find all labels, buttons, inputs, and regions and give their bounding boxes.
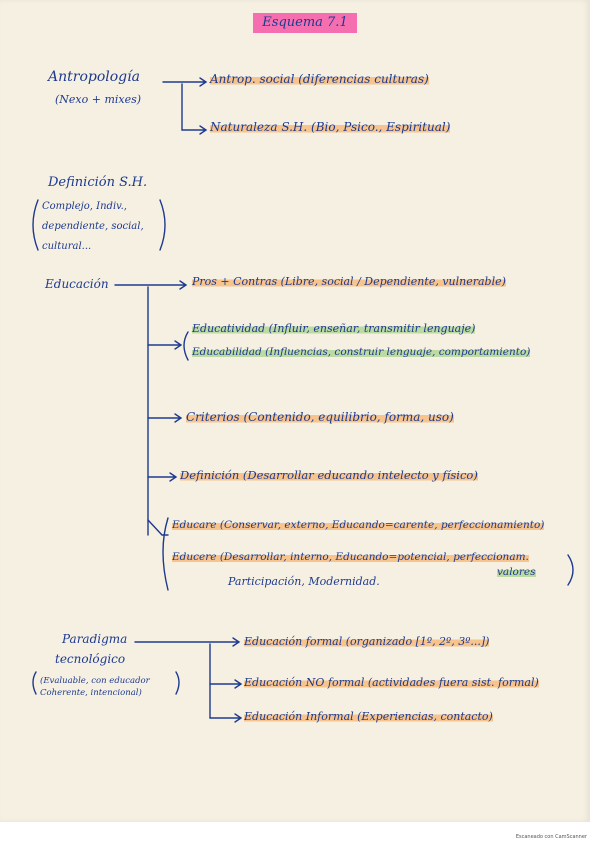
paradigma-line-1: Paradigma (62, 632, 128, 646)
educare: Educare (Conservar, externo, Educando=ca… (172, 518, 545, 532)
educacion-pros-contras: Pros + Contras (Libre, social / Dependie… (192, 275, 506, 289)
educere-text: Educere (Desarrollar, interno, Educando=… (172, 551, 529, 563)
brace-educatividad (183, 331, 189, 361)
arrow-educacion-educatividad (147, 340, 183, 350)
educacion-formal-text: Educación formal (organizado [1º, 2º, 3º… (244, 635, 490, 648)
arrow-paradigma-noformal (209, 679, 243, 689)
brace-educare (162, 517, 169, 591)
educacion-formal: Educación formal (organizado [1º, 2º, 3º… (244, 635, 490, 649)
antropologia-sub: (Nexo + mixes) (55, 93, 142, 106)
criterios-text: Criterios (Contenido, equilibrio, forma,… (186, 410, 454, 424)
educabilidad-text: Educabilidad (Influencias, construir len… (192, 346, 531, 358)
criterios: Criterios (Contenido, equilibrio, forma,… (186, 410, 454, 424)
educacion-informal: Educación Informal (Experiencias, contac… (244, 710, 493, 724)
definicion-line-3: cultural... (42, 241, 92, 252)
educere-valores: valores (497, 565, 536, 579)
educere: Educere (Desarrollar, interno, Educando=… (172, 550, 529, 564)
brace-right (159, 199, 166, 251)
definicion-line-2: dependiente, social, (42, 221, 144, 232)
brace-paradigma-right (175, 671, 180, 695)
educatividad: Educatividad (Influir, enseñar, transmit… (192, 322, 476, 336)
antropologia-naturaleza: Naturaleza S.H. (Bio, Psico., Espiritual… (210, 120, 451, 134)
brace-left (32, 199, 39, 251)
educacion-no-formal-text: Educación NO formal (actividades fuera s… (244, 676, 539, 689)
educacion-informal-text: Educación Informal (Experiencias, contac… (244, 710, 493, 723)
paradigma-line-2: tecnológico (55, 652, 126, 666)
educare-text: Educare (Conservar, externo, Educando=ca… (172, 519, 545, 531)
scanner-watermark: Escaneado con CamScanner (515, 834, 587, 840)
paradigma-line-3: (Evaluable, con educador (40, 676, 150, 686)
arrow-antropologia-naturaleza (181, 83, 208, 135)
brace-paradigma-left (32, 671, 37, 695)
arrow-educacion-criterios (147, 413, 183, 423)
antropologia-social: Antrop. social (diferencias culturas) (210, 72, 429, 86)
definicion-educacion-text: Definición (Desarrollar educando intelec… (180, 468, 478, 482)
educacion-pros-contras-text: Pros + Contras (Libre, social / Dependie… (192, 275, 506, 288)
participacion: Participación, Modernidad. (228, 575, 380, 588)
page-title: Esquema 7.1 (253, 13, 357, 33)
arrow-educacion-pros (114, 280, 188, 290)
antropologia-social-text: Antrop. social (diferencias culturas) (210, 72, 429, 86)
paradigma-line-4: Coherente, intencional) (40, 688, 142, 698)
arrow-antropologia-social (162, 77, 208, 87)
antropologia-label: Antropología (48, 69, 140, 85)
educacion-label: Educación (45, 277, 109, 291)
educere-valores-text: valores (497, 566, 536, 578)
antropologia-naturaleza-text: Naturaleza S.H. (Bio, Psico., Espiritual… (210, 120, 451, 134)
educabilidad: Educabilidad (Influencias, construir len… (192, 345, 531, 359)
definicion-line-1: Complejo, Indiv., (42, 201, 127, 212)
definicion-label: Definición S.H. (48, 175, 148, 190)
arrow-paradigma-formal (134, 637, 241, 647)
arrow-educacion-educare (147, 519, 169, 536)
brace-educere-right (567, 554, 574, 586)
definicion-educacion: Definición (Desarrollar educando intelec… (180, 468, 478, 482)
educacion-no-formal: Educación NO formal (actividades fuera s… (244, 676, 539, 690)
arrow-educacion-definicion (147, 472, 178, 482)
educatividad-text: Educatividad (Influir, enseñar, transmit… (192, 322, 476, 335)
arrow-paradigma-informal (209, 713, 243, 723)
